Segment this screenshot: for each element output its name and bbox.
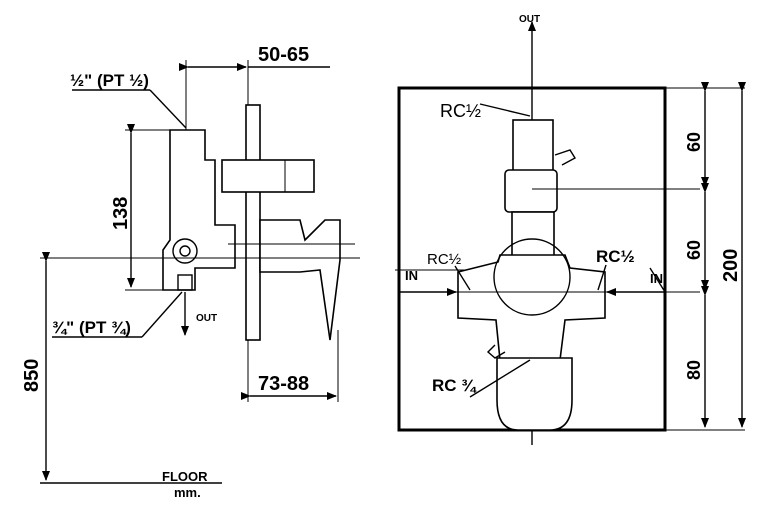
dim-height-label: 138 xyxy=(110,197,132,230)
side-view: 50-65 ½" (PT ½) 138 850 FLOOR mm. ¾" (PT… xyxy=(21,44,360,500)
valve-stem xyxy=(511,211,555,258)
dim-200-label: 200 xyxy=(720,249,742,282)
bottom-port-label: RC ¾ xyxy=(432,376,477,395)
diverter-dial xyxy=(493,238,571,316)
top-connector xyxy=(512,119,554,176)
unit-label: mm. xyxy=(174,485,201,500)
front-view: OUT IN IN RC½ RC½ RC½ RC ¾ xyxy=(395,14,746,445)
side-out-label: OUT xyxy=(196,313,217,324)
right-port-label: RC½ xyxy=(596,247,635,266)
lever-handle-front xyxy=(496,357,573,431)
upper-knob xyxy=(504,169,558,213)
wall-plate xyxy=(245,104,261,341)
dim-top-label: 50-65 xyxy=(258,44,309,66)
left-port-label: RC½ xyxy=(427,251,462,268)
dim-floor-label: 850 xyxy=(21,359,43,392)
dim-60-top-label: 60 xyxy=(684,132,704,152)
valve-body xyxy=(162,129,236,291)
dim-bottom-label: 73-88 xyxy=(258,373,309,395)
outlet-pipe xyxy=(172,238,198,264)
lever-handle xyxy=(259,219,341,341)
floor-label: FLOOR xyxy=(162,469,208,484)
top-port-label: RC½ xyxy=(440,101,481,121)
dim-60-mid-label: 60 xyxy=(684,240,704,260)
top-spindle xyxy=(221,159,315,193)
inlet-label: ½" (PT ½) xyxy=(70,71,149,90)
dim-80-label: 80 xyxy=(684,360,704,380)
front-out-label: OUT xyxy=(519,14,540,25)
in-left-label: IN xyxy=(405,268,418,283)
outlet-label: ¾" (PT ¾) xyxy=(52,318,131,337)
